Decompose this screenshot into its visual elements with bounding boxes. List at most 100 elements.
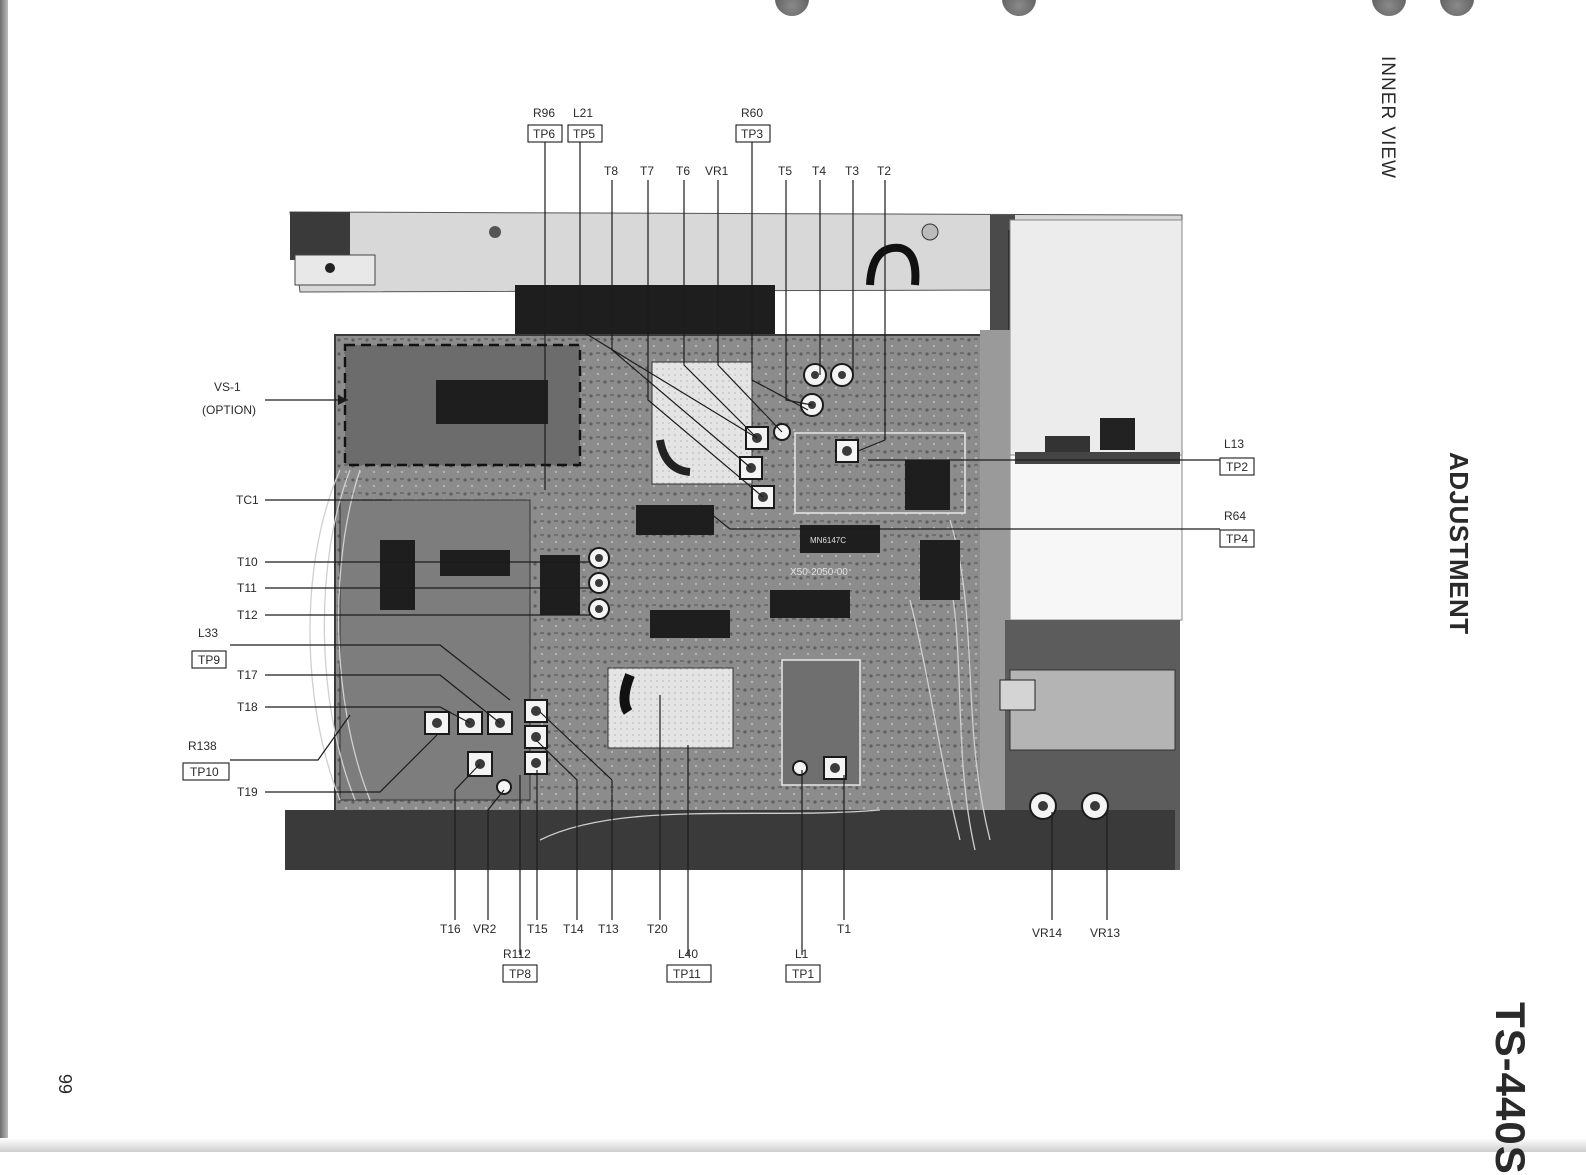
label-r138: R138 [188,739,217,753]
ic-marking: MN6147C [810,536,846,545]
chassis-photo: X50-2050-00 MN6147C [285,211,1183,870]
label-tp4: TP4 [1226,532,1248,546]
label-t15: T15 [527,922,548,936]
tp11-box [666,964,712,983]
page-bottom-edge [0,1138,1586,1152]
label-t5: T5 [778,164,792,178]
callout-labels: VS-1 (OPTION) TC1 T10 T11 T12 L33 TP9 T1… [182,106,1255,983]
coil-t2 [835,439,859,463]
label-tc1: TC1 [236,493,259,507]
label-l13: L13 [1224,437,1244,451]
tp8-box [502,964,538,983]
label-r112: R112 [503,947,531,961]
leader-vs1-arrow [338,395,348,405]
label-tp5: TP5 [573,127,595,141]
tp6-box [527,124,563,143]
leader-t6 [683,180,758,439]
coil-t10 [588,547,610,569]
label-t3: T3 [845,164,859,178]
label-t7: T7 [640,164,654,178]
label-t13: T13 [598,922,619,936]
leader-r64 [699,504,1220,530]
label-t14: T14 [563,922,584,936]
tp3-box [735,124,771,143]
label-t16: T16 [440,922,461,936]
label-t19: T19 [237,785,258,799]
label-vs1: VS-1 [214,380,241,394]
leader-vr1 [717,180,783,433]
tp2-box [1219,457,1255,476]
leader-r138 [230,714,351,761]
index-tab-2 [1002,0,1036,16]
label-r96: R96 [533,106,555,120]
label-vr13: VR13 [1090,926,1120,940]
leader-vr2 [487,789,505,920]
label-l40: L40 [678,947,698,961]
coil-t13 [524,699,548,723]
coil-t15 [524,751,548,775]
coil-t19 [424,711,450,735]
tp9-box [191,650,227,669]
leader-lines [230,142,1220,955]
label-tp10: TP10 [190,765,219,779]
leader-t14 [535,739,578,920]
leader-l33 [230,644,511,701]
tp5-box [567,124,603,143]
label-r60: R60 [741,106,763,120]
leader-t19 [265,734,438,793]
label-t20: T20 [647,922,668,936]
label-tp8: TP8 [509,967,531,981]
coil-t1 [823,756,847,780]
label-l1: L1 [795,947,809,961]
index-tab-1 [775,0,809,16]
leader-t2 [857,180,886,452]
index-tab-3 [1372,0,1406,16]
label-tp9: TP9 [198,653,220,667]
coil-t12 [588,598,610,620]
label-vs1-option: (OPTION) [202,403,256,417]
coil-t4 [803,363,827,387]
label-tp1: TP1 [792,967,814,981]
label-l33: L33 [198,626,218,640]
label-t10: T10 [237,555,258,569]
coil-t3 [830,363,854,387]
label-tp6: TP6 [533,127,555,141]
label-t17: T17 [237,668,258,682]
coil-t11 [588,572,610,594]
label-vr2: VR2 [473,922,497,936]
label-t6: T6 [676,164,690,178]
index-tab-4 [1440,0,1474,16]
label-tp2: TP2 [1226,460,1248,474]
coil-t14 [524,725,548,749]
trimmer-vr14 [1029,792,1057,820]
page-spine [0,0,8,1152]
label-vr1: VR1 [705,164,729,178]
leader-t7 [647,180,764,498]
label-t18: T18 [237,700,258,714]
trimmer-vr2 [496,779,512,795]
board-id: X50-2050-00 [790,567,848,578]
leader-t13 [539,711,613,920]
coil-l1 [792,760,808,776]
trimmer-vr13 [1081,792,1109,820]
label-t1: T1 [837,922,851,936]
leader-t18 [265,706,471,724]
label-t12: T12 [237,608,258,622]
leader-t5 [785,180,813,406]
label-t11: T11 [237,581,257,595]
label-l21: L21 [573,106,593,120]
label-vr14: VR14 [1032,926,1062,940]
label-t2: T2 [877,164,891,178]
label-t8: T8 [604,164,618,178]
leader-t16 [454,763,481,920]
label-r64: R64 [1224,509,1246,523]
tp4-box [1219,529,1255,548]
label-t4: T4 [812,164,826,178]
leader-l21 [579,142,758,439]
label-tp11: TP11 [673,967,701,981]
tp10-box [182,762,230,781]
tp1-box [785,964,821,983]
label-tp3: TP3 [741,127,763,141]
